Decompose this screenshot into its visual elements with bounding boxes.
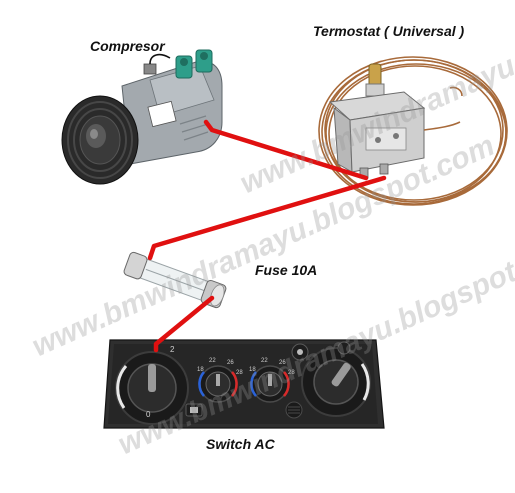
fan-dial-mark-0: 0 [146, 410, 151, 419]
compressor-label: Compresor [90, 38, 165, 54]
right-temp-mark-18: 18 [249, 367, 256, 373]
left-temp-mark-26: 26 [227, 360, 234, 366]
fuse-label: Fuse 10A [255, 262, 318, 278]
compressor [61, 49, 223, 185]
fan-dial-mark-2: 2 [170, 345, 175, 354]
wire-fuse-switch [153, 295, 215, 353]
left-temp-mark-28: 28 [236, 370, 243, 376]
wire-thermostat-fuse [147, 175, 387, 261]
right-temp-mark-28: 28 [288, 370, 295, 376]
right-temp-mark-22: 22 [261, 358, 268, 364]
thermostat [328, 63, 463, 179]
red-wiring [147, 119, 387, 353]
switch-ac-label: Switch AC [206, 436, 275, 452]
wire-compressor-thermostat [203, 119, 369, 181]
ac-control-panel: 0 2 18 22 26 28 18 22 26 28 [103, 339, 385, 429]
left-temp-mark-22: 22 [209, 358, 216, 364]
thermostat-capillary-coil [318, 56, 508, 206]
left-temp-mark-18: 18 [197, 367, 204, 373]
thermostat-label: Termostat ( Universal ) [313, 23, 465, 39]
right-temp-mark-26: 26 [279, 360, 286, 366]
